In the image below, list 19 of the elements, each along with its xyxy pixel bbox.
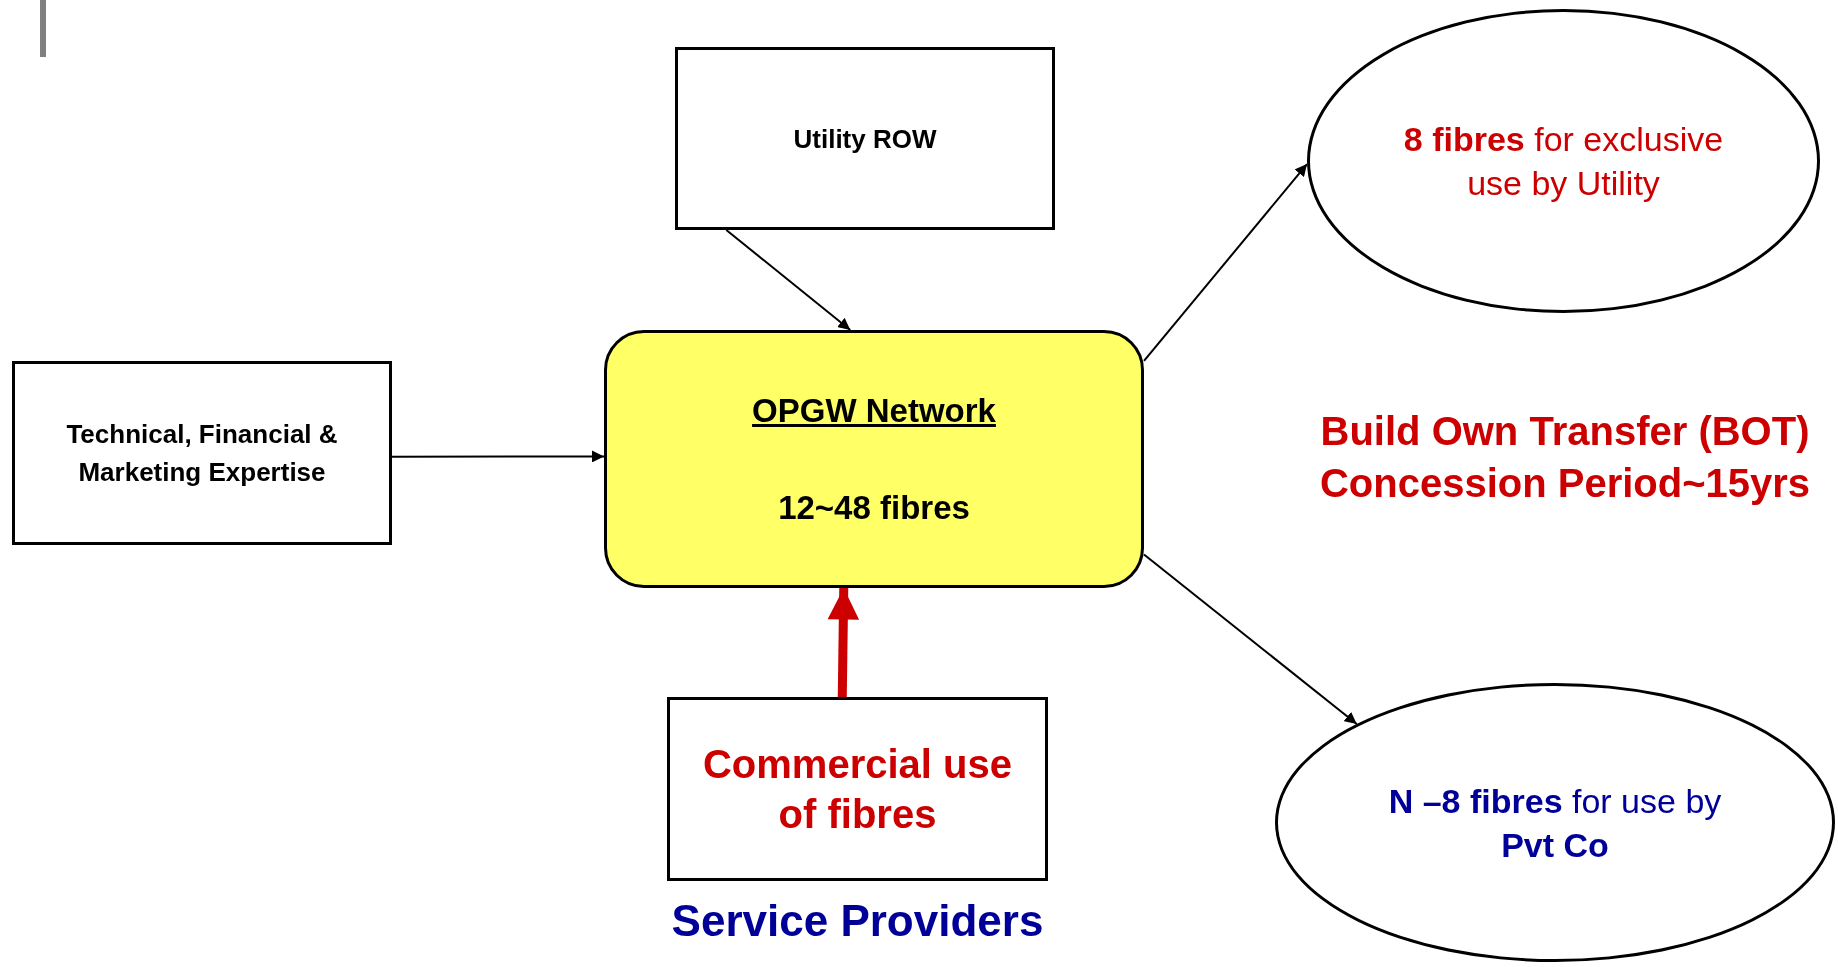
node-caption: Service Providers [670, 895, 1045, 947]
arrow [1143, 163, 1308, 362]
node-text: 12~48 fibres [778, 488, 970, 528]
process-box [12, 361, 392, 545]
network-box [604, 330, 1144, 588]
arrow [391, 450, 605, 463]
node-text: Commercial use of fibres [702, 741, 1013, 838]
node-text: Utility ROW [793, 122, 937, 156]
node-text: 8 fibres for exclusive use by Utility [1402, 119, 1725, 204]
ellipse-node [1275, 683, 1835, 962]
arrow [725, 229, 852, 331]
ellipse-node [1307, 9, 1820, 313]
process-box [675, 47, 1055, 230]
arrow [1143, 553, 1358, 725]
note-text: Build Own Transfer (BOT) Concession Period~15yrs [1318, 408, 1812, 507]
node-title: OPGW Network [752, 390, 996, 431]
node-text: N –8 fibres for use by Pvt Co [1387, 780, 1723, 866]
arrow [827, 587, 860, 698]
node-text: Technical, Financial & Marketing Expertise [65, 418, 339, 489]
